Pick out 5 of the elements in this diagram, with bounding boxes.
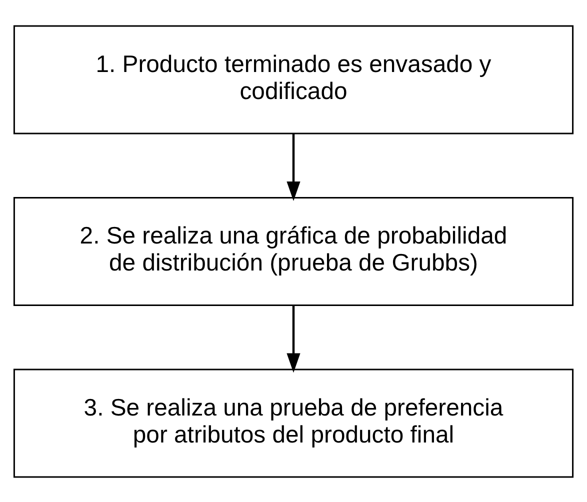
arrow [286,304,300,372]
node-box: 3. Se realiza una prueba de preferencia por atributos del producto final [13,368,574,478]
node-box: 1. Producto terminado es envasado y codificado [13,24,574,134]
node-box: 2. Se realiza una gráfica de probabilidad de distribución (prueba de Grubbs) [13,196,574,306]
arrow [286,133,300,200]
